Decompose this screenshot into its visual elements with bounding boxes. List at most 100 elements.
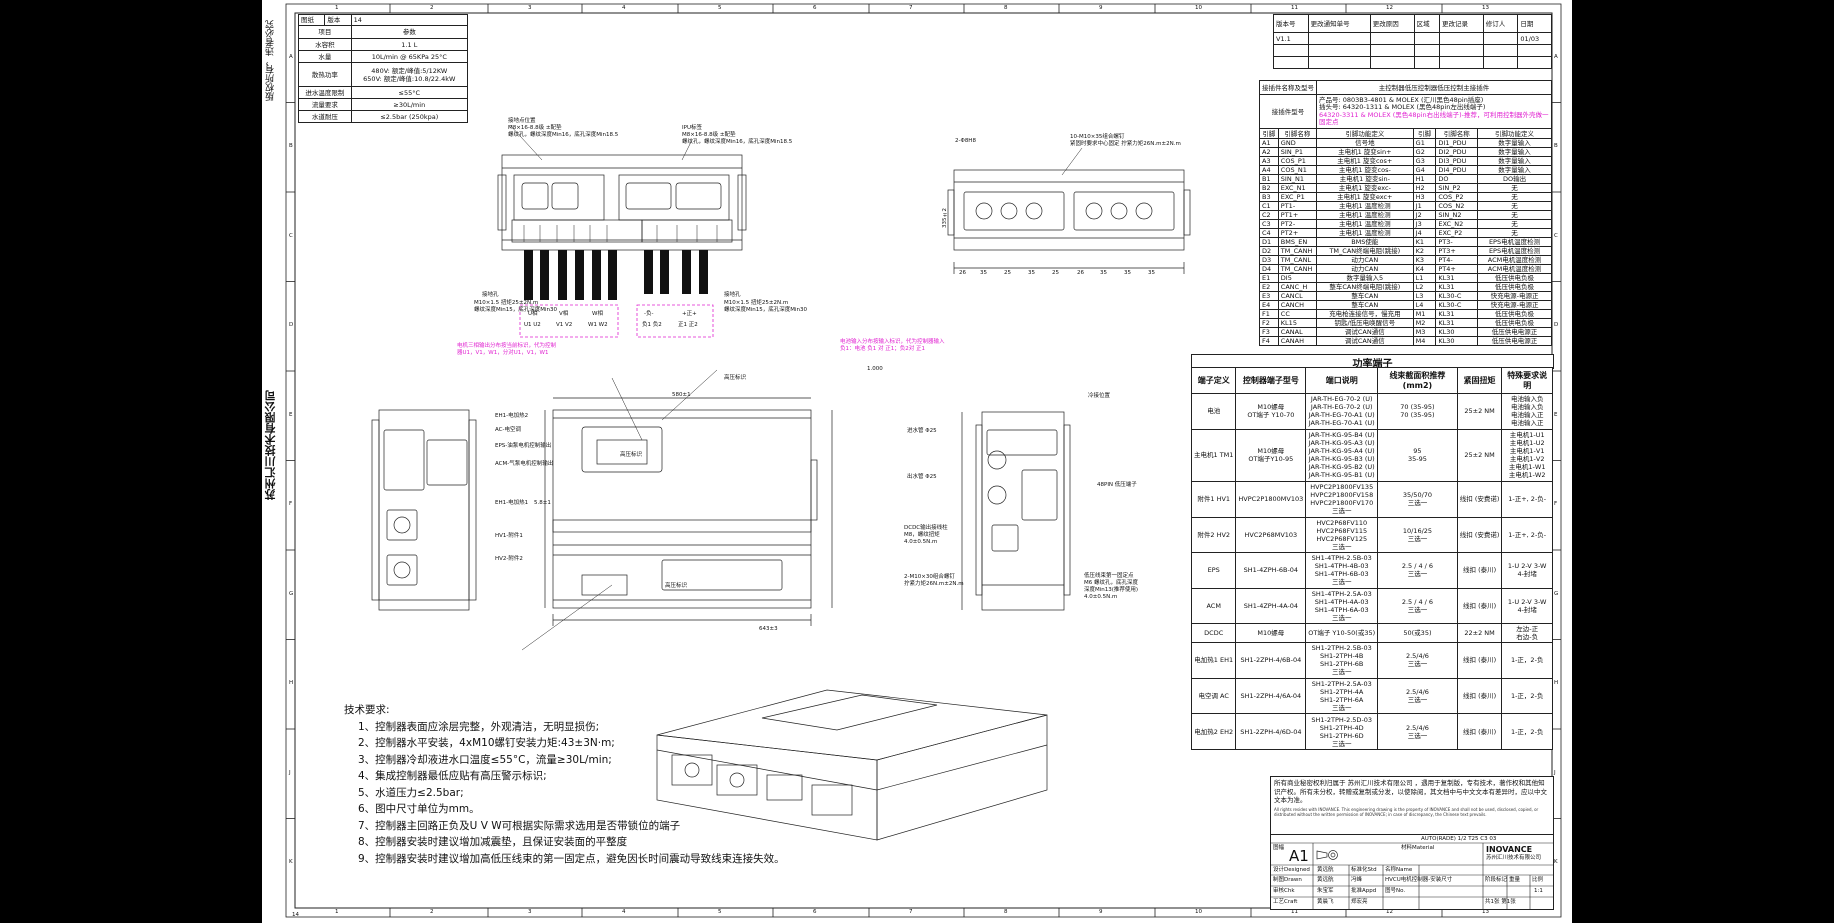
connector-cell: M4 [1412,336,1437,346]
connector-cell: DI2_PDU [1435,147,1479,157]
frame-row-letter: A [289,53,293,60]
ground-hole-depth: 螺纹深度Min15，底孔深度Min30 [474,307,558,313]
connector-cell: BMS_EN [1277,237,1318,247]
approved-by: 郑宏亮 [1351,899,1368,905]
connector-cell: D2 [1259,246,1279,256]
pitch-dimension: 25 [1052,270,1059,276]
connector-cell: EXC_N1 [1277,183,1318,193]
cooling-position-label: 冷接位置 [1088,393,1111,399]
power-def: 附件2 HV2 [1190,516,1237,554]
connector-cell: GND [1277,138,1318,148]
frame-row-letter: F [289,501,293,508]
power-port-item: SH1-2TPH-2.5B-03 [1311,644,1372,653]
ground-hole-spec: M10×1.5 扭矩25±2N.m [724,300,789,306]
power-area: 2.5 / 4 / 6 三选一 [1377,587,1458,625]
power-area: 2.5/4/6 三选一 [1377,713,1458,750]
connector-cell: 主电机1 温度检测 [1316,219,1414,229]
frame-column-number: 6 [813,5,817,11]
ground-hole-label: 接地孔 [482,292,499,298]
revision-header: 更改记录 [1439,14,1484,33]
connector-cell: CC [1277,309,1318,319]
frame-column-number: 1 [335,5,339,11]
power-spec: 1-正+, 2-负- [1501,516,1553,554]
drawn-label: 制图Drawn [1273,877,1302,883]
power-port-item: SH1-2TPH-6A [1320,696,1364,705]
copyright-box: 所有商业秘密权利归属于 苏州汇川技术有限公司 ，遇用于复制版，专有技术，著作权和… [1270,776,1554,836]
revision-cell [1369,32,1415,45]
height-dimension: 335±2 [942,208,948,228]
power-model: SH1-2ZPH-4/6B-04 [1235,642,1307,679]
revision-cell [1439,32,1484,45]
connector-col-header: 引脚 [1259,128,1279,139]
connector-cell: E4 [1259,300,1279,310]
pitch-dimension: 25 [1004,270,1011,276]
power-col-header: 线束截面积推荐 (mm2) [1377,367,1458,394]
hv1-label: HV1-附件1 [495,533,523,539]
connector-cell: 整车CAN [1316,300,1414,310]
power-col-header: 端子定义 [1190,367,1237,394]
connector-cell: PT3+ [1435,246,1479,256]
battery-negative-pins: 负1 负2 [642,322,662,328]
connector-col-header: 引脚功能定义 [1316,128,1414,139]
frame-row-letter: G [289,590,294,597]
ipu-label: IPU标签 [682,125,702,131]
weight-label: 重量 [1509,877,1521,883]
connector-cell: CANAL [1277,327,1318,337]
frame-row-letter: H [289,680,294,687]
connector-part-line: 插头号: 64320-1311 & MOLEX (黑色48pin左出线端子) [1319,103,1486,111]
length-dimension: 580±1 [672,392,691,398]
power-def: 电加热1 EH1 [1190,642,1237,679]
company-cn: 苏州汇川技术有限公司 [1486,855,1542,861]
mechanical-drawing [371,124,1191,841]
power-def: 电空调 AC [1190,677,1237,715]
connector-table: 接插件名称及型号 主控制器低压控制器低压控制主接插件 接插件型号 产品号: 08… [1259,80,1552,346]
connector-cell: F3 [1259,327,1279,337]
connector-cell: TM_CANL [1277,255,1318,265]
power-def: ACM [1190,587,1237,625]
connector-col-header: 引脚 [1412,128,1437,139]
connector-cell: PT4+ [1435,264,1479,274]
power-port-item: 三选一 [1331,578,1352,587]
connector-cell: L4 [1412,300,1437,310]
connector-col-header: 引脚功能定义 [1477,128,1552,139]
power-ports: OT端子 Y10-50(或35) [1305,623,1379,644]
ground-hole-spec: M10×1.5 扭矩25±2N.m [474,300,539,306]
connector-cell: C1 [1259,201,1279,211]
connector-cell: CANCL [1277,291,1318,301]
designed-label: 设计Designed [1273,867,1310,873]
frame-column-number: 2 [430,909,434,915]
ipu-bolt-spec: M8×16-8.8级 ±配垫 [682,132,736,138]
pitch-dimension: 35 [980,270,987,276]
power-spec-item: 主电机1-U2 [1509,439,1545,448]
connector-cell: D4 [1259,264,1279,274]
designed-by: 黄远航 [1317,867,1334,873]
eps-label: EPS-油泵电机控制输出 [495,443,552,449]
frame-column-number: 7 [909,909,913,915]
name-label: 名称Name [1385,867,1413,873]
power-port-item: SH1-2TPH-6D [1319,731,1364,740]
param-label: 水道耐压 [298,110,352,123]
connector-cell: KL31 [1435,282,1479,292]
copyright-en: All rights resides with INOVANCE. This e… [1274,806,1539,817]
connector-name-label: 接插件名称及型号 [1259,80,1317,95]
pitch-dimension: 35 [1028,270,1035,276]
connector-cell: DO输出 [1477,174,1552,184]
revision-header: 更改原因 [1369,14,1415,33]
tech-item: 2、控制器水平安装，4xM10螺钉安装力矩:43±3N·m; [358,737,615,749]
power-port-item: JAR-TH-EG-70-2 (U) [1310,395,1373,404]
power-spec-item: 1-正+, 2-负- [1508,530,1547,539]
connector-cell: H3 [1412,192,1437,202]
connector-cell: 无 [1477,201,1552,211]
connector-cell: G3 [1412,156,1437,166]
connector-cell: K3 [1412,255,1437,265]
power-col-header: 紧固扭矩 [1456,367,1503,394]
harness-torque-label: 4.0±0.5N.m [1084,594,1118,600]
